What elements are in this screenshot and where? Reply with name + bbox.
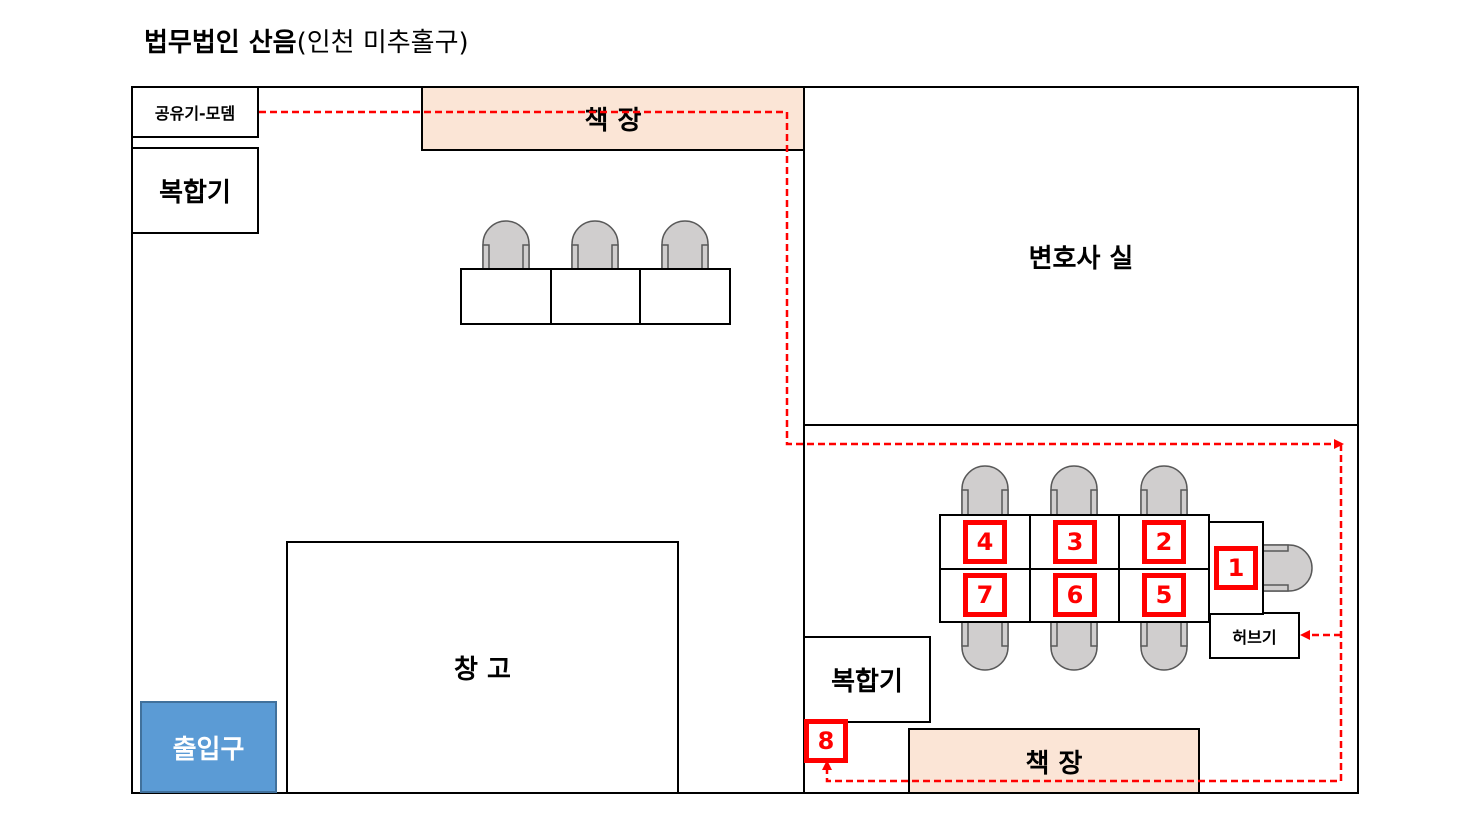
storage-room: 창 고: [286, 541, 679, 794]
chair-icon: [1262, 544, 1313, 592]
chair-icon: [1140, 465, 1188, 516]
seat-marker-2: 2: [1142, 520, 1186, 564]
bookshelf-bottom: 책 장: [908, 728, 1200, 794]
arrowhead-icon: [1300, 630, 1310, 640]
page-title: 법무법인 산음(인천 미추홀구): [144, 22, 469, 59]
printer-right: 복합기: [803, 636, 931, 723]
desk: [460, 268, 552, 325]
seat-marker-1: 1: [1214, 546, 1258, 590]
seat-marker-4: 4: [963, 520, 1007, 564]
firm-location: (인천 미추홀구): [296, 28, 469, 58]
chair-icon: [661, 220, 709, 271]
arrowhead-icon: [822, 760, 832, 770]
seat-marker-8: 8: [804, 719, 848, 763]
arrowhead-icon: [1334, 439, 1344, 449]
router-modem: 공유기-모뎀: [131, 86, 259, 138]
chair-icon: [571, 220, 619, 271]
chair-icon: [1140, 620, 1188, 671]
lawyer-room: 변호사 실: [803, 86, 1359, 426]
network-cable: [825, 444, 1343, 783]
desk: [639, 268, 731, 325]
entrance: 출입구: [140, 701, 277, 793]
chair-icon: [1050, 620, 1098, 671]
chair-icon: [961, 620, 1009, 671]
seat-marker-5: 5: [1142, 573, 1186, 617]
firm-name: 법무법인 산음: [144, 28, 297, 58]
seat-marker-7: 7: [963, 573, 1007, 617]
printer-left: 복합기: [131, 147, 259, 234]
desk: [550, 268, 641, 325]
chair-icon: [482, 220, 530, 271]
chair-icon: [1050, 465, 1098, 516]
seat-marker-6: 6: [1053, 573, 1097, 617]
chair-icon: [961, 465, 1009, 516]
bookshelf-top: 책 장: [421, 86, 805, 151]
seat-marker-3: 3: [1053, 520, 1097, 564]
network-cable: [259, 110, 1336, 446]
